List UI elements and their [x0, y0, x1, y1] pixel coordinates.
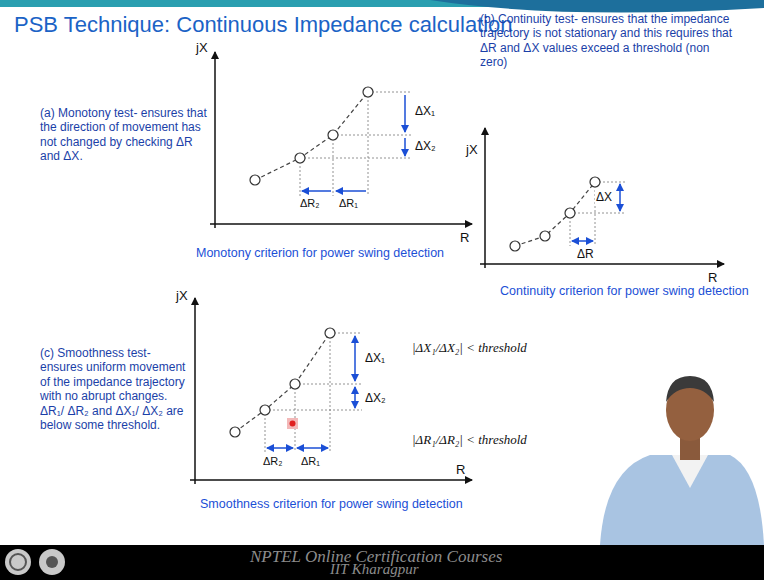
delta-label: ΔR₁ — [300, 455, 321, 468]
note-text: (a) Monotony test- ensures that the dire… — [40, 106, 208, 164]
delta-label: ΔX₂ — [364, 391, 387, 405]
delta-label: ΔR₁ — [338, 197, 359, 210]
logo — [46, 556, 58, 568]
formula: |ΔR₁/ΔR₂| < threshold — [412, 432, 527, 448]
smoothness-diagram — [190, 298, 472, 484]
logo — [5, 549, 31, 575]
top-wave — [430, 0, 764, 13]
note-text: (c) Smoothness test- ensures uniform mov… — [40, 346, 192, 432]
delta-label: ΔR₂ — [262, 455, 284, 468]
formula: |ΔX₁/ΔX₂| < threshold — [412, 340, 527, 356]
logo — [10, 554, 26, 570]
note-text: (b) Continuity test- ensures that the im… — [480, 12, 738, 70]
delta-label: ΔR₂ — [299, 197, 321, 210]
axis-label: R — [460, 230, 469, 246]
axis-label: jX — [466, 142, 478, 158]
delta-label: ΔX₁ — [414, 104, 436, 118]
axis-label: R — [708, 270, 717, 286]
delta-label: ΔR — [576, 247, 595, 261]
delta-label: ΔX₂ — [414, 139, 437, 153]
footer-text: IIT Kharagpur — [330, 560, 419, 578]
slide-title: PSB Technique: Continuous Impedance calc… — [14, 12, 513, 38]
logo — [39, 549, 65, 575]
continuity-diagram — [480, 128, 724, 268]
footer-band — [0, 545, 764, 580]
axis-label: jX — [196, 40, 208, 56]
delta-label: ΔX — [595, 190, 613, 204]
delta-label: ΔX₁ — [364, 351, 386, 365]
axis-label: jX — [176, 288, 188, 304]
caption: Monotony criterion for power swing detec… — [196, 246, 444, 261]
caption: Smoothness criterion for power swing det… — [200, 497, 463, 512]
caption: Continuity criterion for power swing det… — [500, 284, 749, 299]
presenter-figure — [600, 376, 764, 545]
axis-label: R — [456, 462, 465, 478]
monotony-diagram — [210, 52, 472, 228]
